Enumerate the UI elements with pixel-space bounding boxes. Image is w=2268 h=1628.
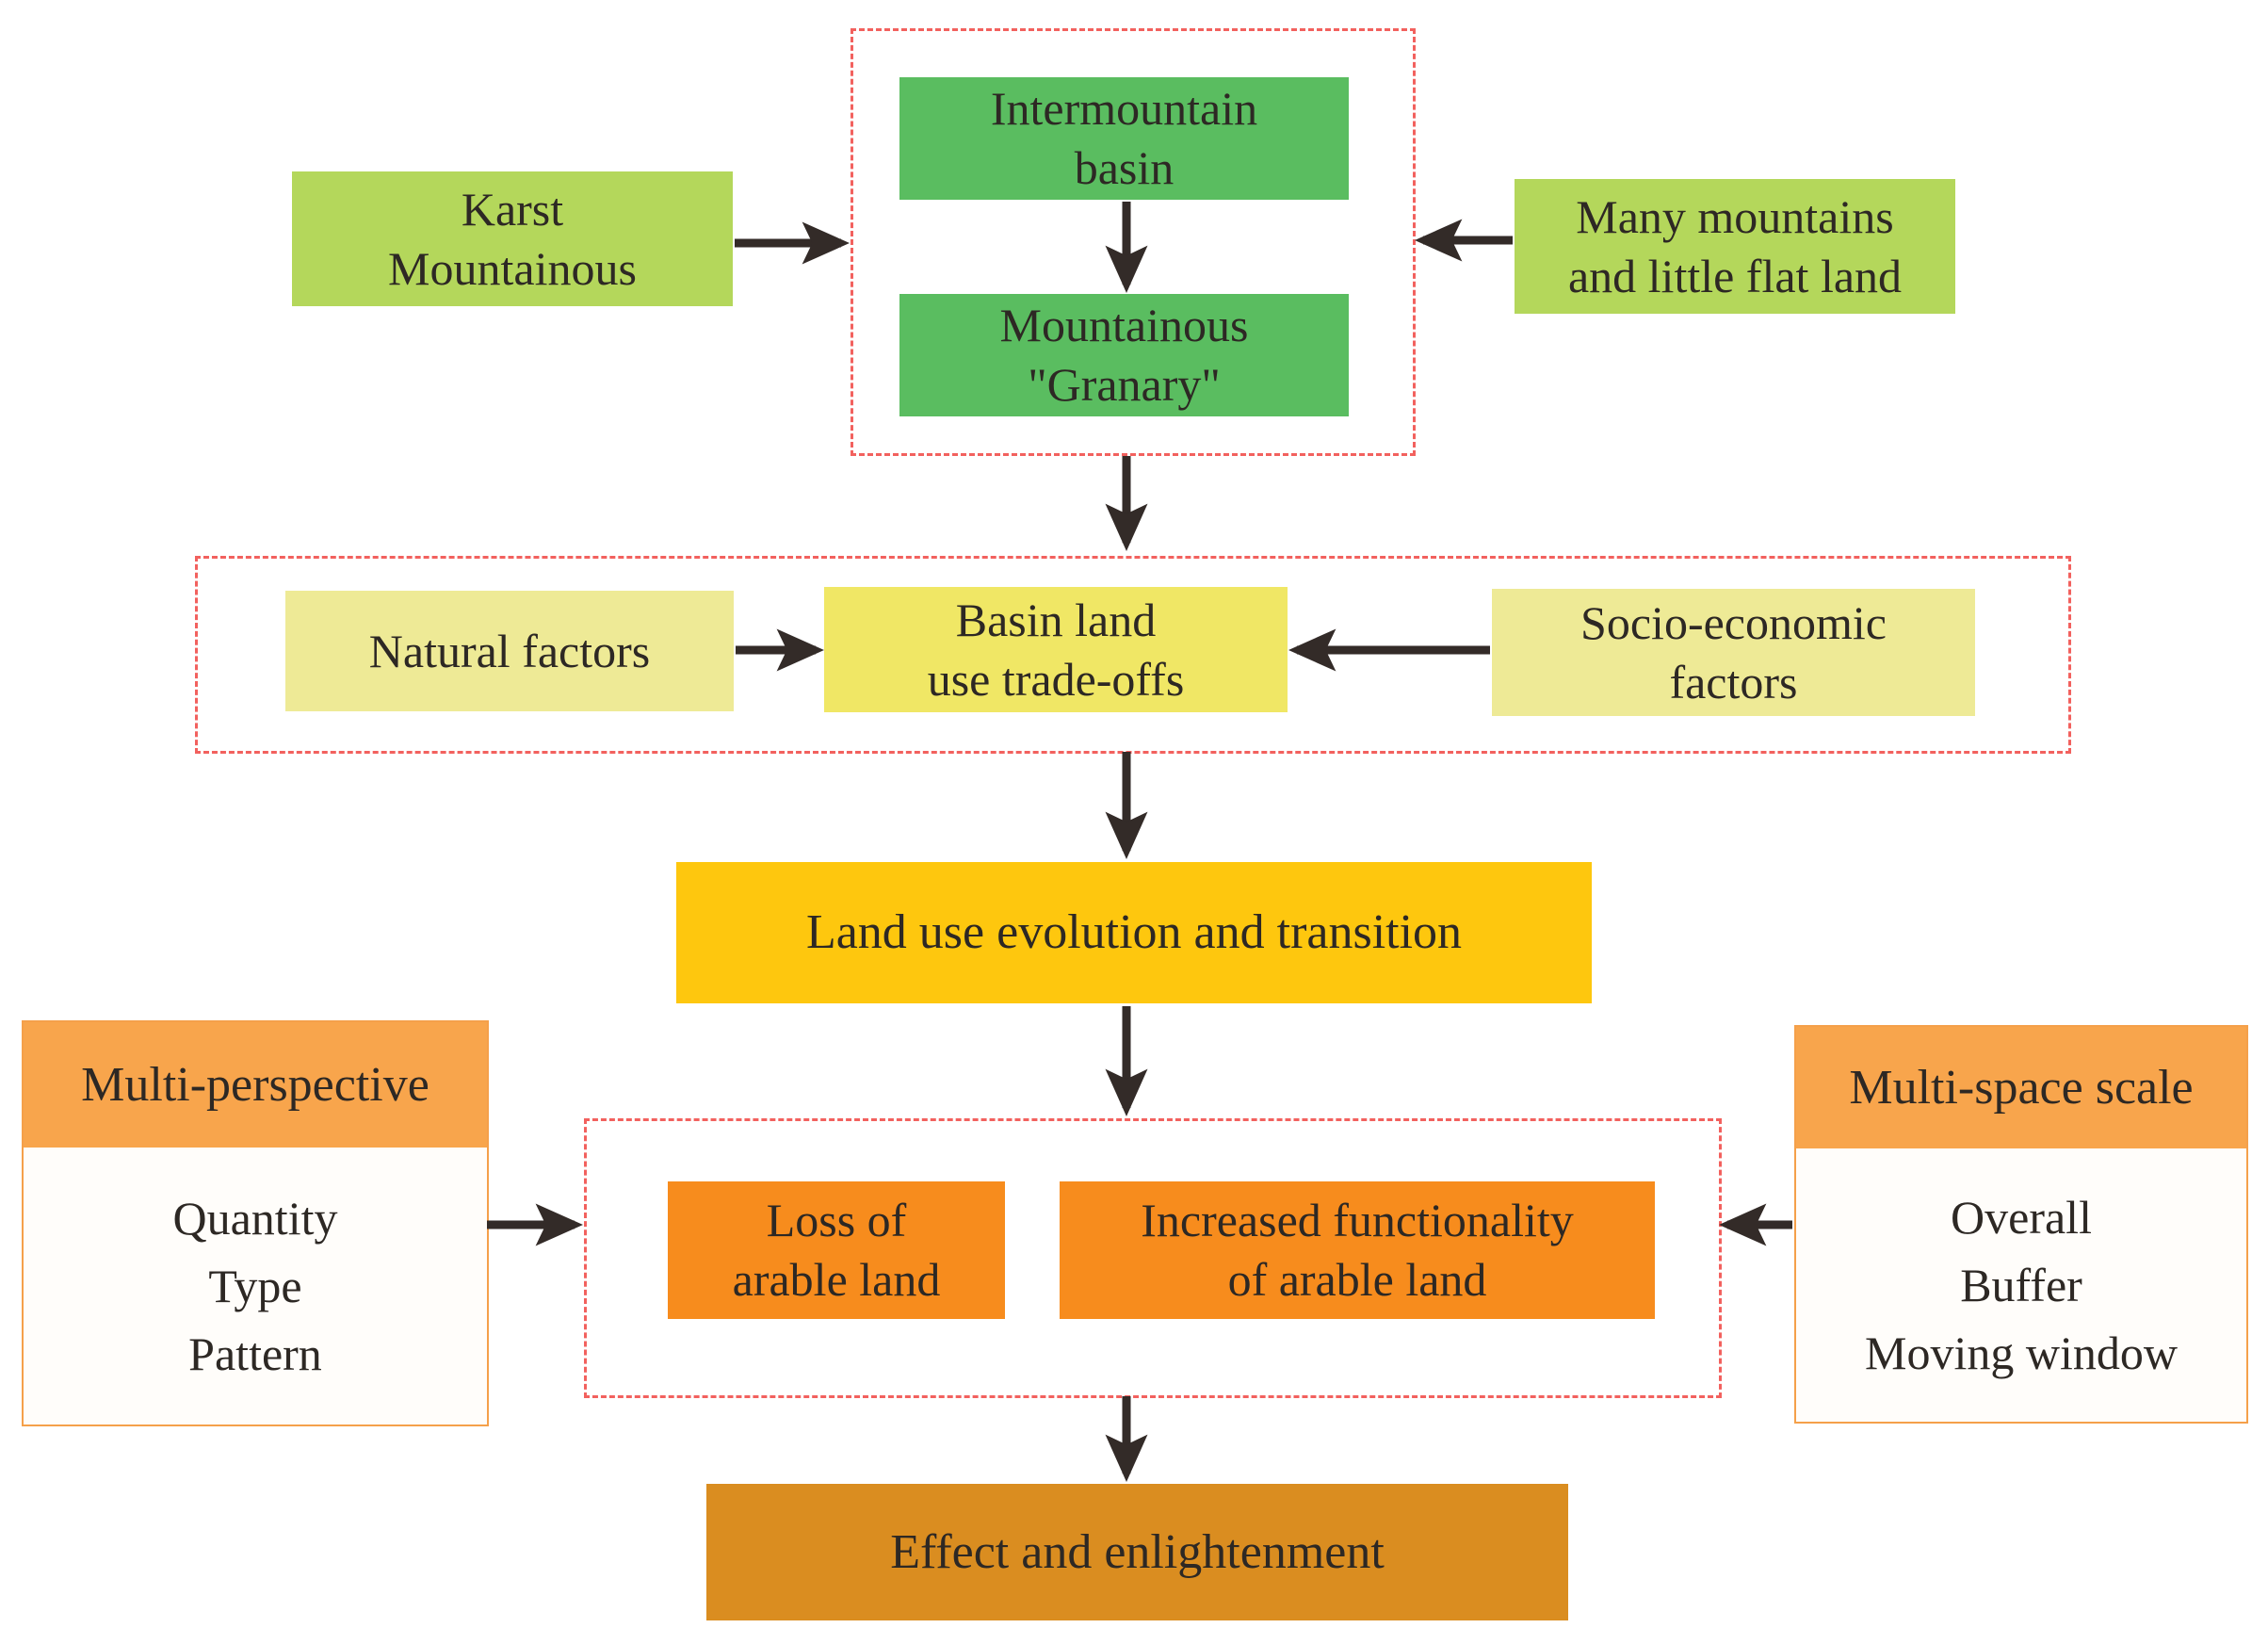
dashed-group-outcomes bbox=[584, 1118, 1722, 1398]
panel-multi-space-scale-body: Overall Buffer Moving window bbox=[1865, 1191, 2178, 1379]
dashed-group-geography bbox=[850, 28, 1416, 456]
node-karst-mountainous: Karst Mountainous bbox=[292, 171, 733, 306]
node-loss-of-arable-land: Loss of arable land bbox=[668, 1181, 1005, 1319]
panel-multi-space-scale: Multi-space scale Overall Buffer Moving … bbox=[1794, 1025, 2248, 1424]
node-mountainous-granary: Mountainous "Granary" bbox=[899, 294, 1349, 416]
node-effect-and-enlightenment: Effect and enlightenment bbox=[706, 1484, 1568, 1620]
node-basin-land-use-tradeoffs: Basin land use trade-offs bbox=[824, 587, 1288, 712]
panel-multi-space-scale-header: Multi-space scale bbox=[1796, 1027, 2246, 1148]
panel-multi-perspective-header: Multi-perspective bbox=[24, 1022, 487, 1148]
panel-multi-perspective-body: Quantity Type Pattern bbox=[172, 1192, 338, 1380]
panel-multi-perspective: Multi-perspective Quantity Type Pattern bbox=[22, 1020, 489, 1426]
node-socio-economic-factors: Socio-economic factors bbox=[1492, 589, 1975, 716]
dashed-group-factors bbox=[195, 556, 2071, 754]
node-land-use-evolution: Land use evolution and transition bbox=[676, 862, 1592, 1003]
node-intermountain-basin: Intermountain basin bbox=[899, 77, 1349, 200]
node-many-mountains: Many mountains and little flat land bbox=[1515, 179, 1955, 314]
node-natural-factors: Natural factors bbox=[285, 591, 734, 711]
node-increased-functionality: Increased functionality of arable land bbox=[1060, 1181, 1655, 1319]
